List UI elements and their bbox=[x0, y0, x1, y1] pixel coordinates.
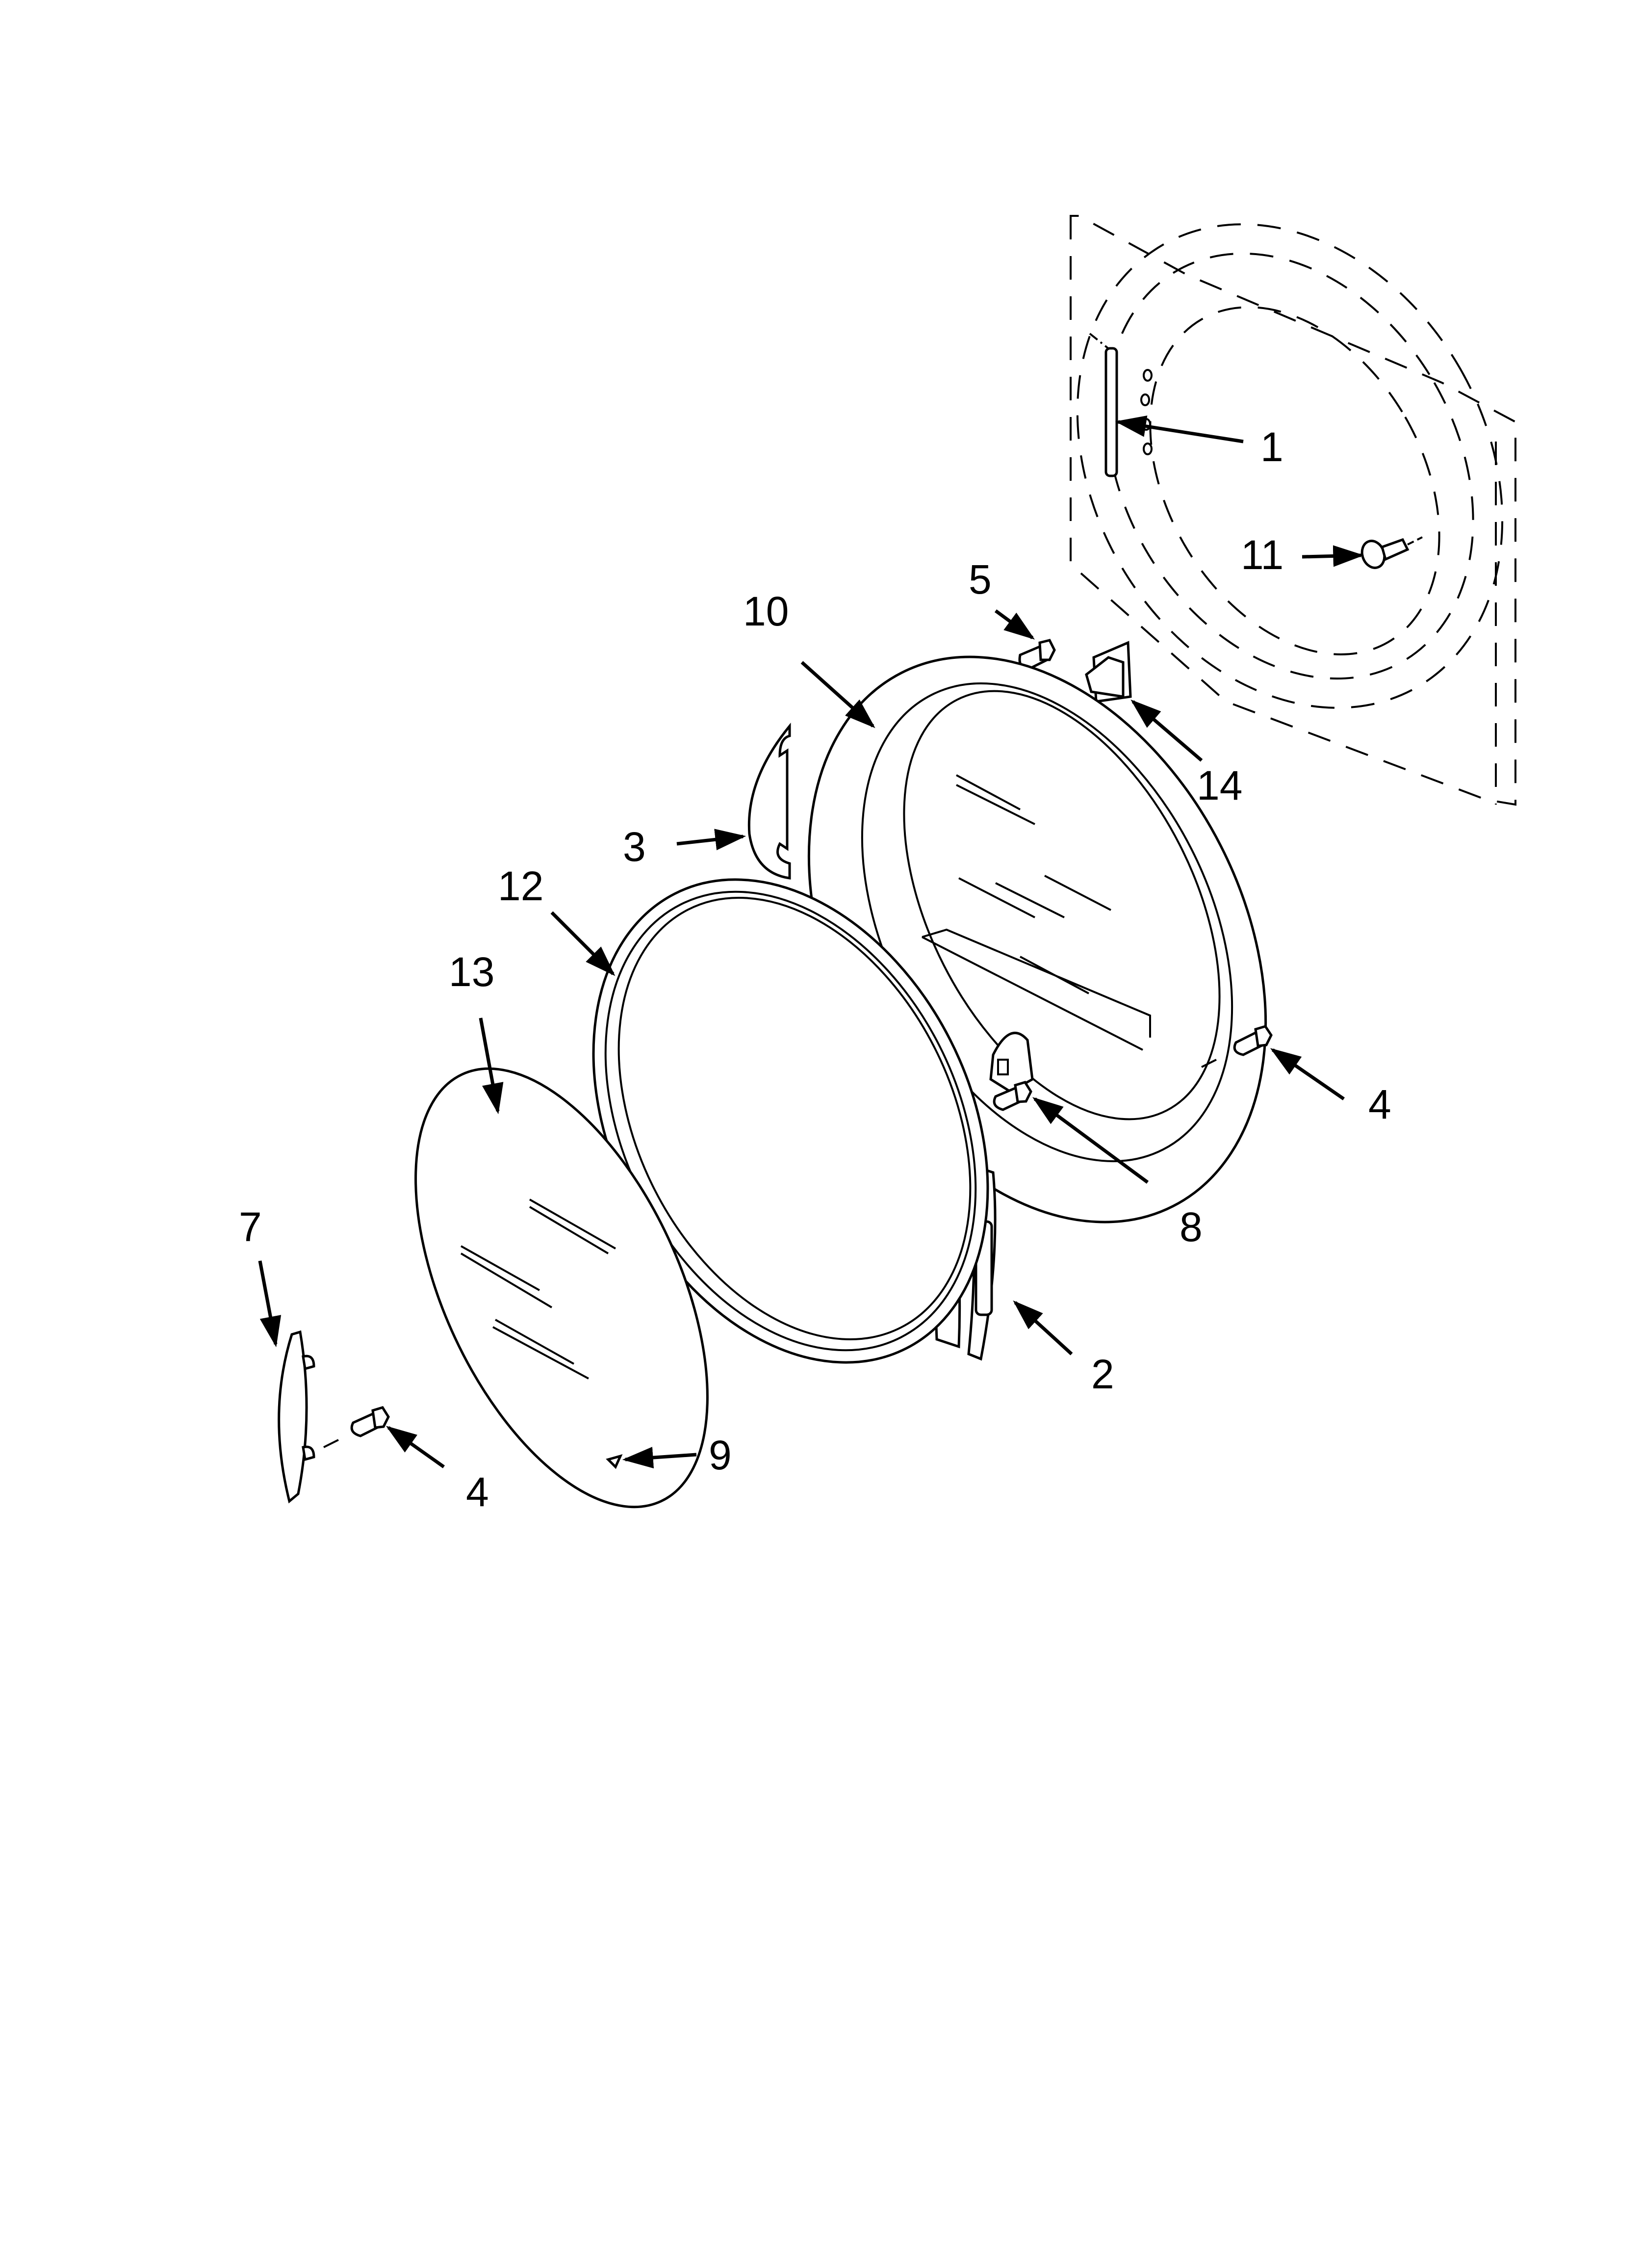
callout-label: 2 bbox=[1091, 1351, 1114, 1397]
callout-label: 10 bbox=[743, 588, 789, 634]
callout-label: 1 bbox=[1260, 424, 1283, 470]
part-3-hinge-cover bbox=[747, 722, 791, 880]
callout-5[interactable]: 5 bbox=[969, 556, 1035, 640]
callout-10[interactable]: 10 bbox=[743, 588, 875, 729]
callout-label: 9 bbox=[709, 1432, 732, 1478]
callout-label: 4 bbox=[1368, 1081, 1391, 1127]
callout-11[interactable]: 11 bbox=[1241, 532, 1364, 578]
callout-label: 8 bbox=[1180, 1204, 1203, 1250]
callout-label: 11 bbox=[1241, 532, 1283, 578]
callout-label: 12 bbox=[498, 863, 543, 909]
part-8-screw bbox=[961, 1081, 1032, 1122]
part-9-clip bbox=[606, 1454, 623, 1469]
callout-label: 14 bbox=[1197, 762, 1242, 808]
callout-label: 5 bbox=[969, 556, 992, 602]
callout-label: 3 bbox=[623, 824, 646, 870]
callout-8[interactable]: 8 bbox=[1032, 1097, 1203, 1250]
callout-13[interactable]: 13 bbox=[449, 949, 504, 1115]
part-11-screw bbox=[1360, 536, 1423, 569]
callout-14[interactable]: 14 bbox=[1130, 699, 1242, 808]
part-4-screw-right bbox=[1201, 1025, 1273, 1068]
callout-7[interactable]: 7 bbox=[239, 1204, 282, 1348]
callout-3[interactable]: 3 bbox=[623, 824, 746, 870]
callout-label: 7 bbox=[239, 1204, 262, 1250]
callout-4-handle[interactable]: 4 bbox=[385, 1426, 489, 1515]
callout-4-right[interactable]: 4 bbox=[1270, 1048, 1391, 1127]
part-7-handle bbox=[278, 1330, 315, 1504]
callout-9[interactable]: 9 bbox=[622, 1432, 732, 1478]
callout-12[interactable]: 12 bbox=[498, 863, 616, 976]
callout-2[interactable]: 2 bbox=[1013, 1300, 1114, 1397]
callout-label: 4 bbox=[466, 1469, 489, 1515]
callout-1[interactable]: 1 bbox=[1115, 416, 1283, 470]
callout-label: 13 bbox=[449, 949, 494, 995]
part-1-strike bbox=[1089, 333, 1118, 477]
part-4-screw-handle bbox=[323, 1406, 390, 1448]
part-13-glass bbox=[414, 1067, 709, 1509]
